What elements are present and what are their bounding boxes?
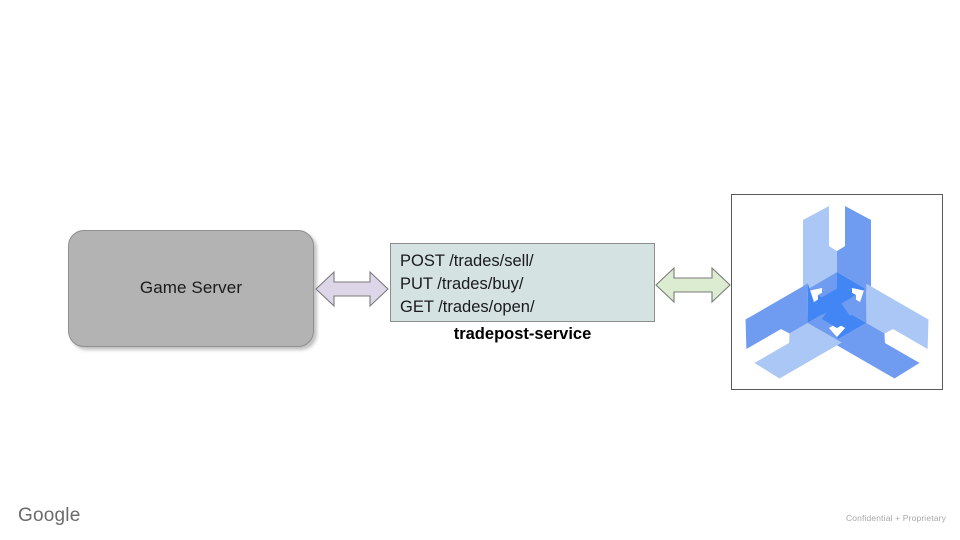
game-server-node[interactable]: Game Server [68, 230, 314, 347]
tradepost-service-caption: tradepost-service [453, 325, 592, 343]
tradepost-service-node[interactable]: POST /trades/sell/ PUT /trades/buy/ GET … [390, 243, 655, 322]
service-endpoint-put: PUT /trades/buy/ [400, 275, 524, 293]
service-endpoint-get: GET /trades/open/ [400, 298, 535, 316]
double-arrow-horizontal-icon [655, 266, 731, 304]
connector-game-server-to-service [315, 265, 389, 313]
confidentiality-notice: Confidential + Proprietary [845, 513, 946, 523]
game-server-label: Game Server [139, 278, 243, 298]
agones-logo-icon [745, 206, 929, 379]
service-endpoint-post: POST /trades/sell/ [400, 252, 534, 270]
connector-service-to-agones [655, 261, 731, 309]
agones-logo-frame [731, 194, 943, 390]
google-wordmark: Google [18, 505, 81, 526]
double-arrow-horizontal-icon [315, 270, 389, 308]
